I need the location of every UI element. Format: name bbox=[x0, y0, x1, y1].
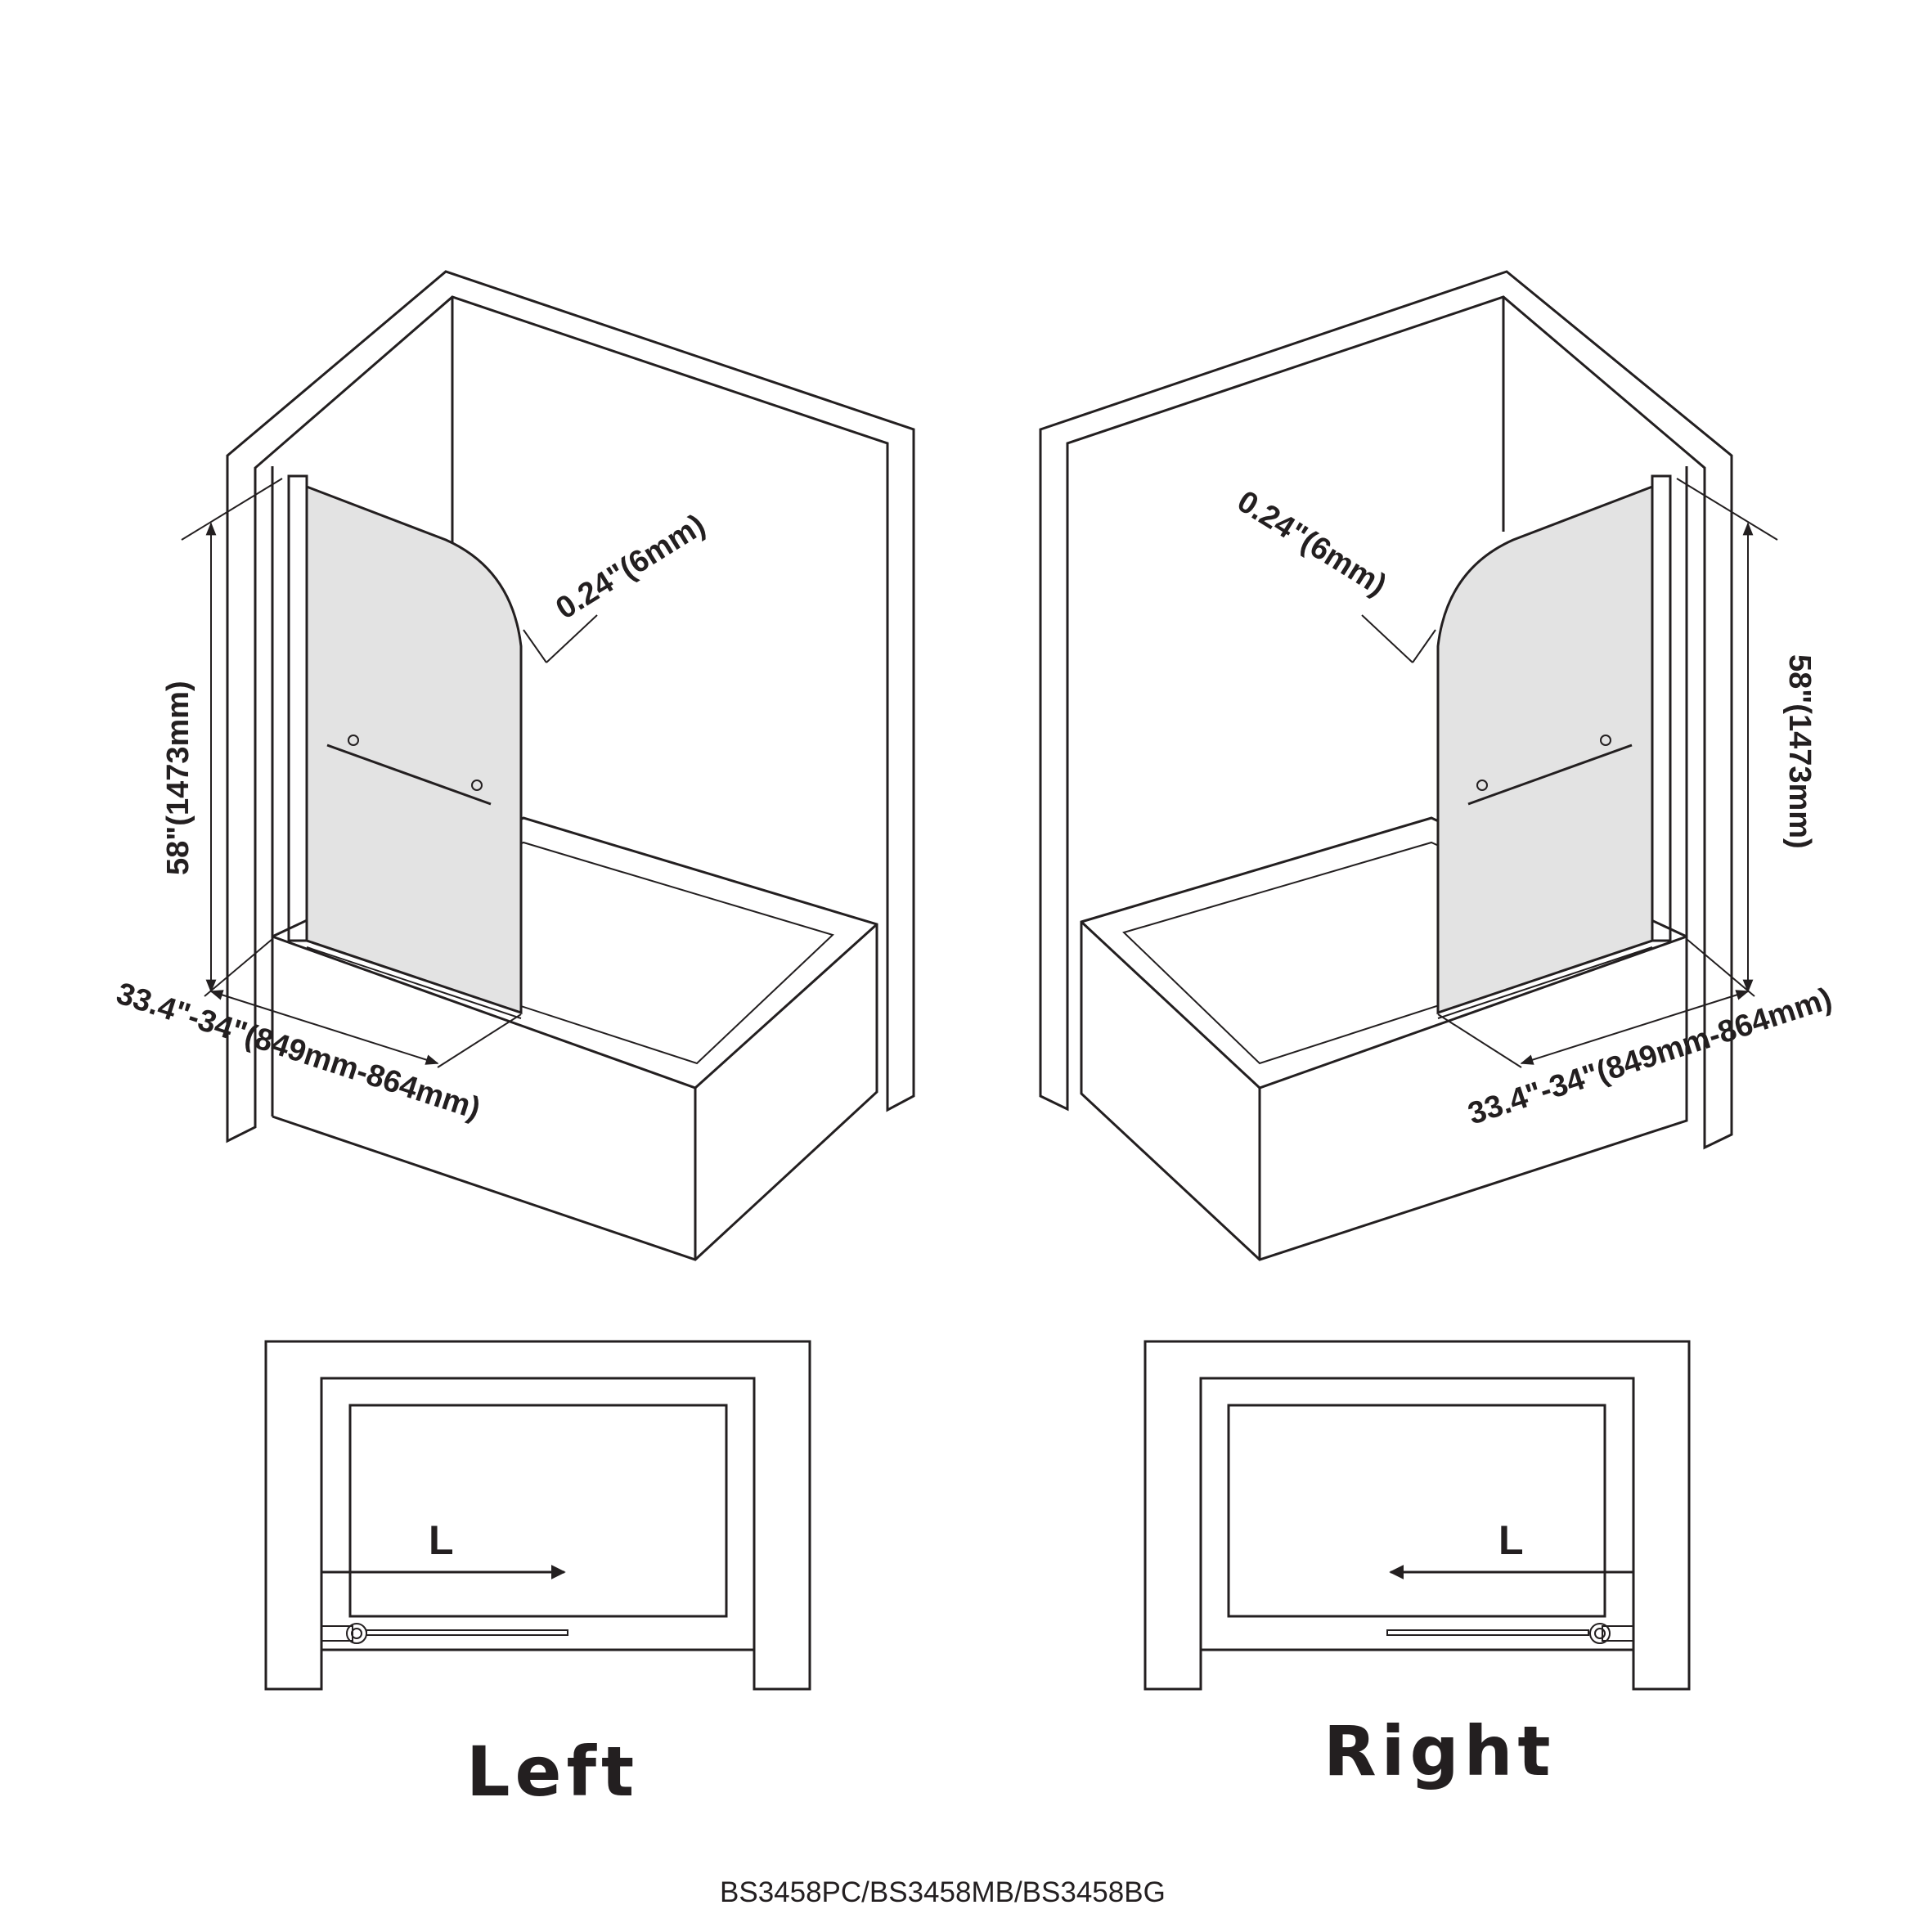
left-caption: Left bbox=[466, 1732, 639, 1812]
left-height-label: 58"(1473mm) bbox=[161, 681, 195, 875]
left-thickness-label: 0.24"(6mm) bbox=[550, 508, 712, 627]
left-plan-view: L bbox=[264, 1340, 811, 1691]
right-caption: Right bbox=[1323, 1711, 1556, 1791]
left-width-label: 33.4"-34"(849mm-864mm) bbox=[112, 977, 484, 1127]
left-plan-arrow-label: L bbox=[429, 1517, 454, 1563]
left-glass-panel bbox=[287, 474, 523, 1019]
left-dimension-lines bbox=[181, 478, 598, 1068]
right-dimension-lines bbox=[1361, 478, 1778, 1068]
right-thickness-label: 0.24"(6mm) bbox=[1231, 484, 1392, 603]
right-width-label: 33.4"-34"(849mm-864mm) bbox=[1464, 982, 1836, 1132]
left-3d-view: 58"(1473mm) 33.4"-34"(849mm-864mm) 0.24"… bbox=[112, 270, 915, 1261]
model-codes: BS3458PC/BS3458MB/BS3458BG bbox=[720, 1876, 1166, 1908]
right-plan-view: L bbox=[1143, 1340, 1691, 1691]
right-glass-panel bbox=[1436, 474, 1672, 1019]
right-3d-view: 58"(1473mm) 33.4"-34"(849mm-864mm) 0.24"… bbox=[1039, 270, 1836, 1261]
right-height-label: 58"(1473mm) bbox=[1782, 654, 1817, 849]
right-plan-arrow-label: L bbox=[1498, 1517, 1524, 1563]
